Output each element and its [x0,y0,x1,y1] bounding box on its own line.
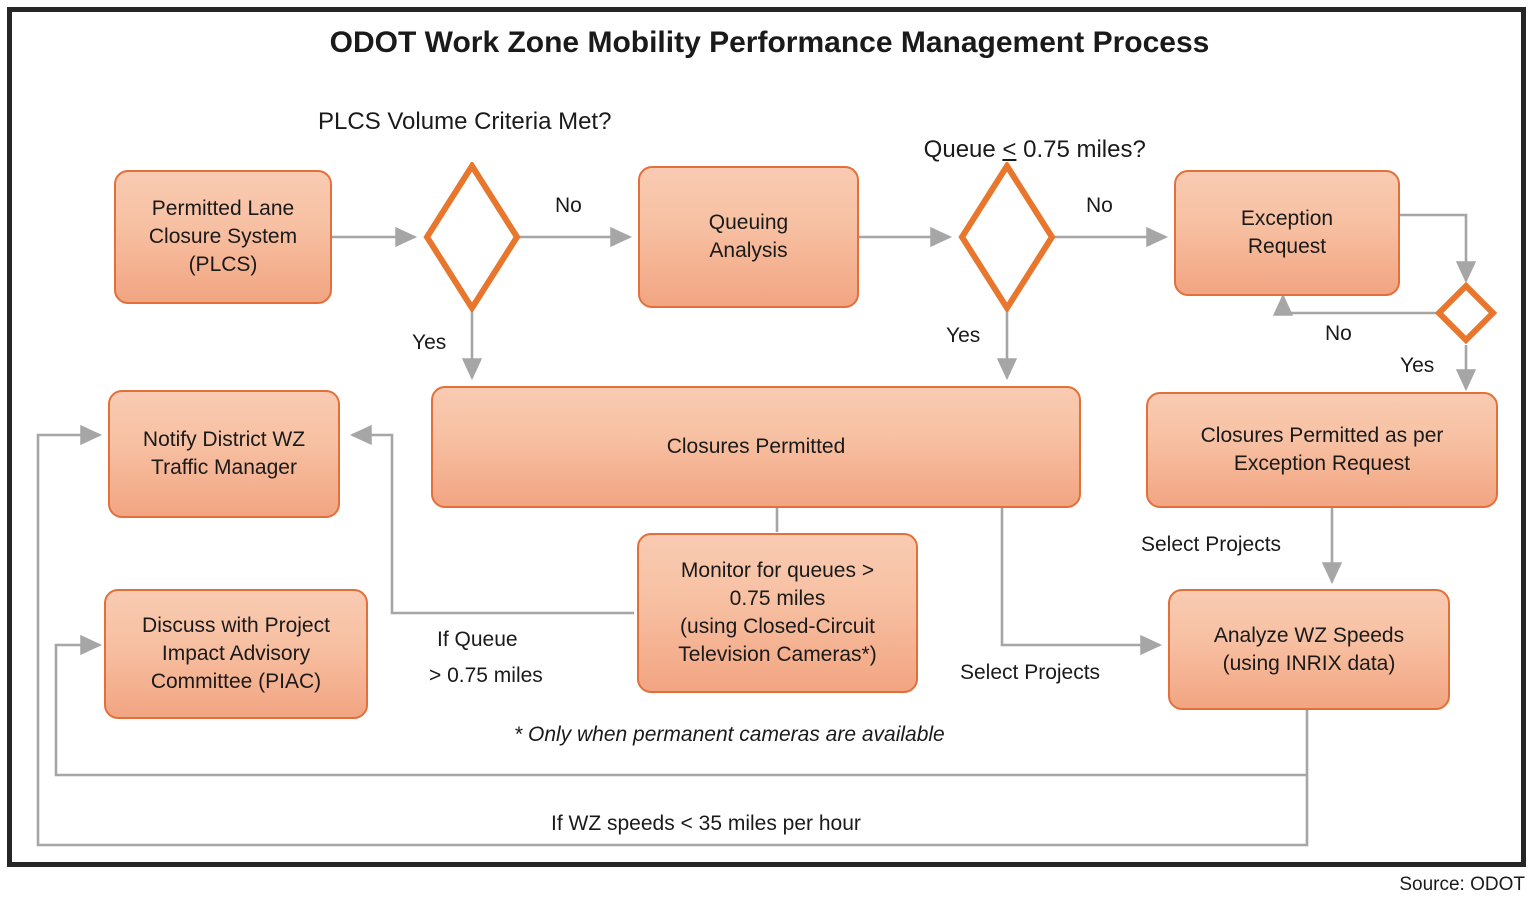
node-closures-exception-line2: Exception Request [1233,452,1411,475]
node-closures-permitted-line1: Closures Permitted [666,435,846,459]
footnote-cameras: * Only when permanent cameras are availa… [514,723,945,746]
node-exception-line1: Exception [1240,207,1334,231]
node-analyze-line1: Analyze WZ Speeds [1213,623,1405,647]
decision-plcs-volume[interactable] [423,162,521,312]
node-notify-district-wz-traffic-manager[interactable]: Notify District WZ Traffic Manager [108,390,340,518]
edge-label-if-queue-line2: > 0.75 miles [429,664,543,687]
page-title: ODOT Work Zone Mobility Performance Mana… [329,26,1210,59]
label-plcs-volume-question: PLCS Volume Criteria Met? [318,108,612,135]
node-piac-line1: Discuss with Project [142,614,330,638]
node-analyze-line2: (using INRIX data) [1222,651,1396,675]
node-exception-line2: Request [1247,235,1327,258]
node-notify-line2: Traffic Manager [151,456,297,479]
edge-label-if-queue-line1: If Queue [437,628,518,651]
edge-label-select-projects-left: Select Projects [960,661,1101,684]
queue-question-suffix: 0.75 miles? [1016,136,1146,163]
node-queuing-line1: Queuing [708,211,789,235]
node-exception-request[interactable]: Exception Request [1174,170,1400,296]
node-monitor-line1: Monitor for queues > [680,559,875,583]
node-plcs-line3: (PLCS) [188,252,258,276]
node-plcs-line2: Closure System [148,225,298,249]
node-monitor-line4: Television Cameras*) [678,642,877,666]
node-plcs-line1: Permitted Lane [151,197,295,221]
edge-label-select-projects-right: Select Projects [1141,533,1282,556]
edge-label-yes-3: Yes [1400,354,1435,377]
label-queue-question: Queue < 0.75 miles? [897,108,1146,192]
edge-label-no-1: No [555,194,582,217]
node-monitor-line2: 0.75 miles [729,587,826,611]
queue-question-operator: < [1002,136,1017,163]
queue-question-prefix: Queue [923,136,1003,163]
node-plcs[interactable]: Permitted Lane Closure System (PLCS) [114,170,332,304]
node-closures-permitted-as-per-exception-request[interactable]: Closures Permitted as per Exception Requ… [1146,392,1498,508]
edge-label-yes-2: Yes [946,324,981,347]
node-analyze-wz-speeds[interactable]: Analyze WZ Speeds (using INRIX data) [1168,589,1450,710]
edge-label-no-3: No [1325,322,1352,345]
node-notify-line1: Notify District WZ [142,428,306,452]
node-closures-permitted[interactable]: Closures Permitted [431,386,1081,508]
node-piac-line3: Committee (PIAC) [150,669,322,693]
node-discuss-with-piac[interactable]: Discuss with Project Impact Advisory Com… [104,589,368,719]
outer-frame [7,7,1526,867]
node-queuing-analysis[interactable]: Queuing Analysis [638,166,859,308]
node-queuing-line2: Analysis [709,239,788,262]
node-closures-exception-line1: Closures Permitted as per [1200,424,1444,448]
edge-label-yes-1: Yes [412,331,447,354]
decision-exception-approved[interactable] [1435,282,1497,344]
decision-queue-length[interactable] [958,162,1056,312]
node-piac-line2: Impact Advisory [161,642,311,666]
node-monitor-for-queues[interactable]: Monitor for queues > 0.75 miles (using C… [637,533,918,693]
source-caption: Source: ODOT [1399,874,1525,895]
edge-label-if-wz-speeds: If WZ speeds < 35 miles per hour [551,812,861,835]
node-monitor-line3: (using Closed-Circuit [680,615,875,638]
edge-label-no-2: No [1086,194,1113,217]
